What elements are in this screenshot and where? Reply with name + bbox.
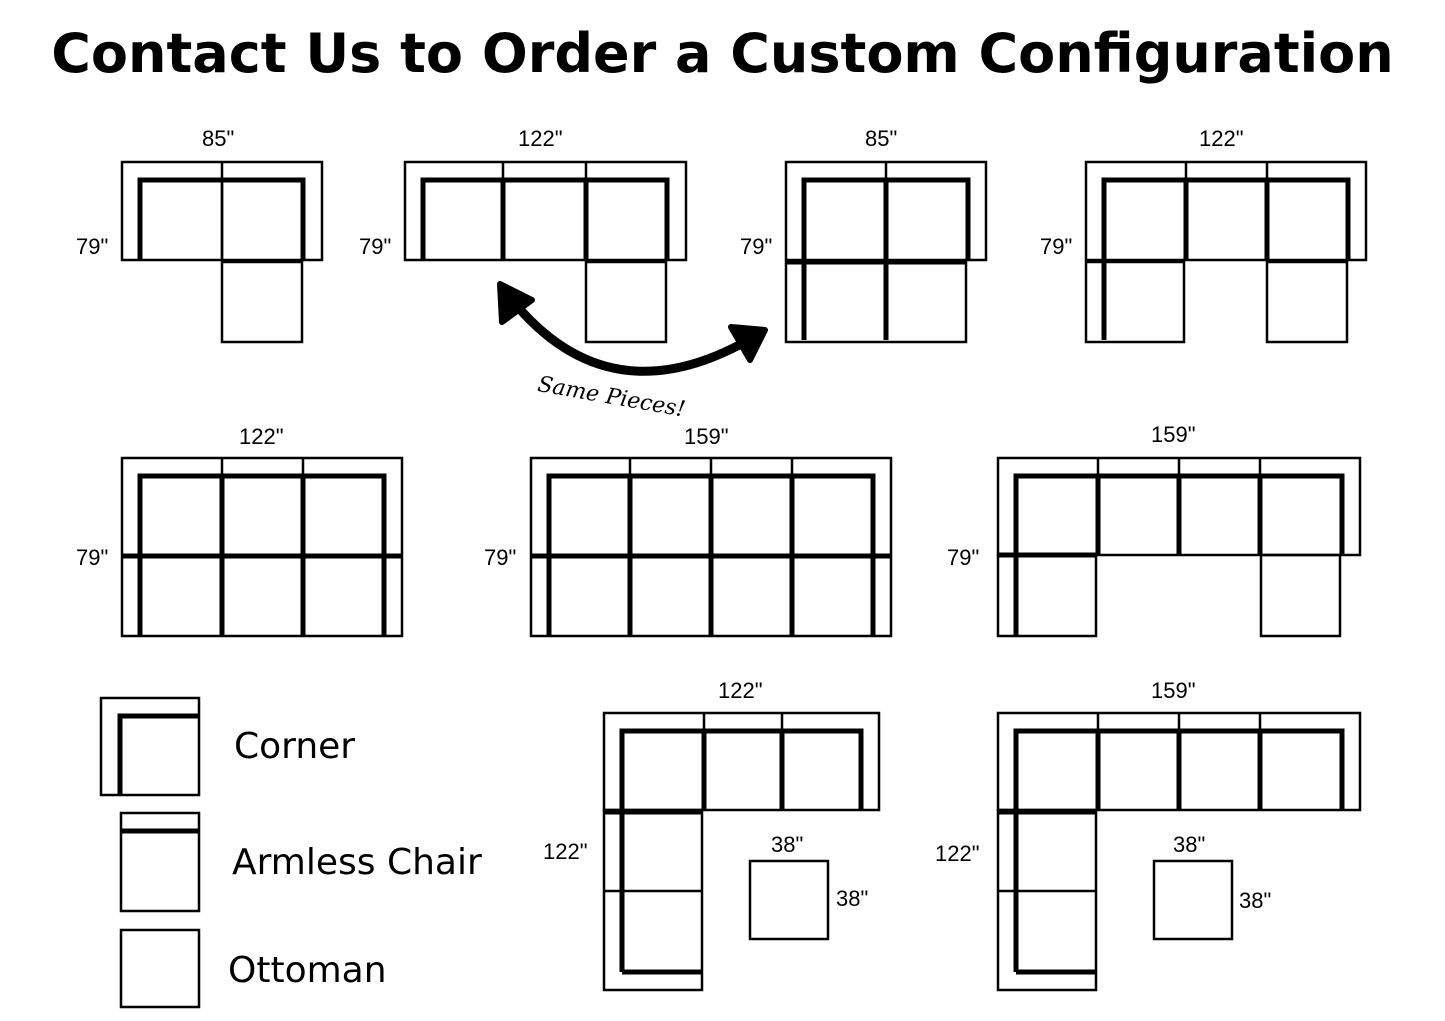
config-9-ottoman-width: 38" [1173, 832, 1206, 857]
config-5 [120, 456, 404, 638]
config-6-width: 159" [684, 424, 729, 449]
config-7 [996, 456, 1362, 638]
legend-corner-label: Corner [234, 726, 356, 767]
config-6 [529, 456, 893, 638]
config-9-width: 159" [1151, 678, 1196, 703]
page-title: Contact Us to Order a Custom Configurati… [51, 22, 1394, 85]
config-9-ottoman-height: 38" [1239, 888, 1272, 913]
legend-corner-icon [99, 696, 201, 797]
legend-armless-chair-label: Armless Chair [232, 842, 482, 883]
config-4-height: 79" [1040, 234, 1073, 259]
config-8-ottoman-height: 38" [836, 886, 869, 911]
config-6-height: 79" [484, 545, 517, 570]
config-9 [996, 711, 1362, 992]
config-2 [403, 160, 688, 344]
config-8 [602, 711, 881, 992]
same-pieces-arrow-icon [497, 281, 768, 376]
config-5-height: 79" [76, 545, 109, 570]
config-2-height: 79" [359, 234, 392, 259]
config-5-width: 122" [239, 424, 284, 449]
config-7-width: 159" [1151, 422, 1196, 447]
config-1 [120, 160, 324, 344]
config-8-width: 122" [718, 678, 763, 703]
config-8-ottoman-width: 38" [771, 832, 804, 857]
config-2-width: 122" [518, 126, 563, 151]
legend-armless-chair-icon [119, 811, 201, 913]
config-4-width: 122" [1199, 126, 1244, 151]
config-8-height: 122" [543, 839, 588, 864]
config-3-width: 85" [865, 126, 898, 151]
config-3-height: 79" [740, 234, 773, 259]
config-1-width: 85" [202, 126, 235, 151]
config-7-height: 79" [947, 545, 980, 570]
legend-ottoman-icon [119, 928, 201, 1009]
config-9-height: 122" [935, 841, 980, 866]
config-1-height: 79" [76, 234, 109, 259]
config-3 [784, 160, 988, 344]
config-4 [1084, 160, 1368, 344]
legend-ottoman-label: Ottoman [228, 950, 387, 991]
